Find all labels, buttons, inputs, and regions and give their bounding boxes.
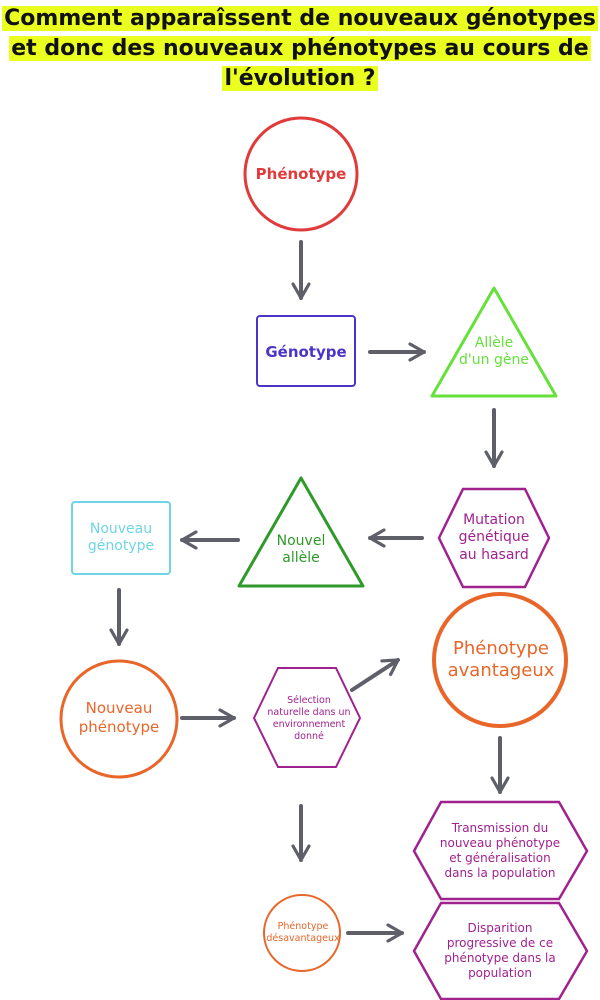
- desavantageux-label: Phénotype désavantageux: [266, 921, 340, 944]
- avantageux-circle: [432, 592, 568, 728]
- nouveau-phenotype-circle: [59, 659, 179, 779]
- selection-label: Sélection naturelle dans un environnemen…: [267, 695, 351, 742]
- nouvel-allele-triangle: [237, 476, 365, 588]
- title-line-2: et donc des nouveaux phénotypes au cours…: [9, 36, 591, 61]
- allele-label: Allèle d'un gène: [459, 334, 529, 369]
- avantageux-label: Phénotype avantageux: [447, 637, 555, 682]
- arrow-selection-to-avantageux: [350, 658, 400, 692]
- mutation-label: Mutation génétique au hasard: [458, 511, 530, 563]
- genotype-box: [256, 315, 356, 387]
- phenotype-label: Phénotype: [255, 164, 347, 183]
- nouveau-genotype-box: [71, 501, 171, 575]
- disparition-label: Disparition progressive de ce phénotype …: [444, 921, 556, 980]
- transmission-label: Transmission du nouveau phénotype et gén…: [439, 821, 561, 880]
- transmission-hexagon: [412, 800, 589, 901]
- selection-hexagon: [252, 667, 362, 768]
- genotype-label: Génotype: [265, 342, 347, 361]
- mutation-hexagon: [437, 487, 551, 589]
- nouvel-allele-label: Nouvel allèle: [276, 532, 326, 567]
- allele-triangle: [430, 286, 558, 398]
- title-line-1: Comment apparaîssent de nouveaux génotyp…: [2, 6, 598, 31]
- nouveau-phenotype-label: Nouveau phénotype: [78, 699, 160, 736]
- title-line-3: l'évolution ?: [222, 66, 378, 91]
- nouveau-genotype-label: Nouveau génotype: [87, 520, 155, 555]
- desavantageux-circle: [263, 894, 341, 972]
- disparition-hexagon: [412, 901, 589, 1000]
- phenotype-circle: [243, 116, 359, 232]
- page-title: Comment apparaîssent de nouveaux génotyp…: [0, 4, 600, 94]
